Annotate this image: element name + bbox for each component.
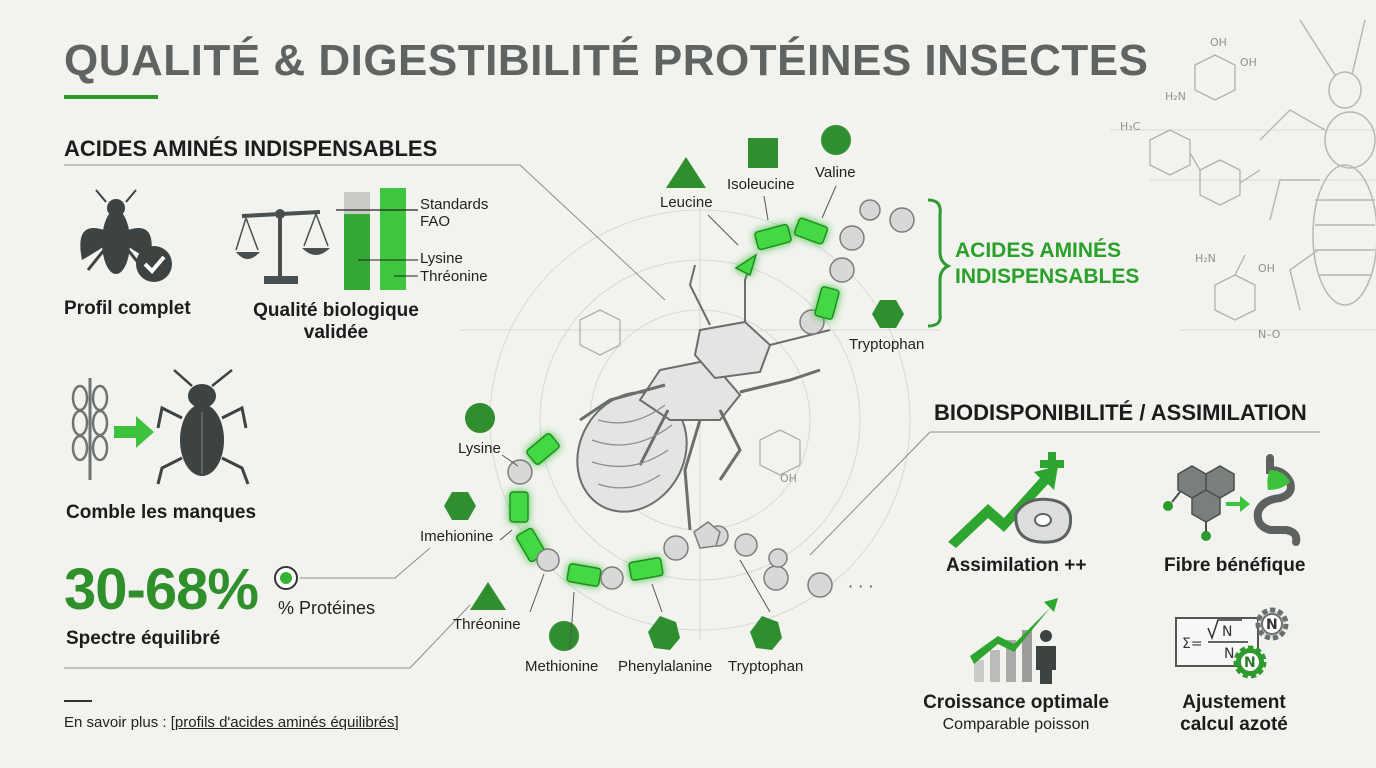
lysine-chain-label: Lysine	[458, 440, 501, 457]
title-underline	[64, 95, 158, 99]
phenylalanine-label: Phenylalanine	[618, 658, 713, 675]
methionine-left-label: Imehionine	[420, 528, 494, 545]
growth-chart-person-icon	[970, 598, 1058, 684]
leucine-label: Leucine	[660, 194, 713, 211]
fibre-digestion-icon	[1163, 454, 1301, 546]
page-title: QUALITÉ & DIGESTIBILITÉ PROTÉINES INSECT…	[64, 36, 1149, 85]
percent-dot-icon	[274, 566, 298, 590]
green-gear-icon: N	[1233, 645, 1267, 679]
isoleucine-label: Isoleucine	[727, 176, 795, 193]
left-heading: ACIDES AMINÉS INDISPENSABLES	[64, 136, 438, 161]
svg-text:H₂N: H₂N	[1165, 90, 1186, 103]
percent-label: % Protéines	[278, 598, 376, 618]
formula-sigma: Σ=	[1182, 636, 1203, 652]
svg-text:OH: OH	[780, 472, 797, 485]
threonine-chain-label: Thréonine	[453, 616, 521, 633]
ajustement-line1: Ajustement	[1182, 692, 1286, 713]
ajustement-line2: calcul azoté	[1180, 714, 1288, 735]
more-link[interactable]: [profils d'acides aminés équilibrés]	[170, 714, 399, 731]
bar-lysine-label: Lysine	[420, 250, 463, 267]
fibre-label: Fibre bénéfique	[1164, 555, 1306, 576]
svg-text:OH: OH	[1240, 56, 1257, 69]
more-prefix: En savoir plus :	[64, 714, 171, 731]
nitrogen-formula-icon: Σ= N N N N	[1175, 607, 1289, 679]
bracket-label-line1: ACIDES AMINÉS	[955, 239, 1122, 262]
svg-text:OH: OH	[1210, 36, 1227, 49]
valine-label: Valine	[815, 164, 856, 181]
formula-numerator: N	[1222, 624, 1232, 640]
gear-n-bottom: N	[1244, 655, 1256, 671]
assimilation-label: Assimilation ++	[946, 555, 1087, 576]
assimilation-arrow-meat-icon	[948, 452, 1073, 548]
profil-complet-label: Profil complet	[64, 298, 191, 319]
tryptophan-bottom-label: Tryptophan	[728, 658, 804, 675]
tryptophan-top-label: Tryptophan	[849, 336, 925, 353]
croissance-sub-label: Comparable poisson	[942, 716, 1090, 733]
balance-scale-icon	[235, 209, 330, 284]
comble-label: Comble les manques	[66, 502, 257, 523]
protein-percent-value: 30-68%	[64, 557, 259, 622]
bar-threonine-label: Thréonine	[420, 268, 488, 285]
gear-n-top: N	[1266, 617, 1278, 633]
svg-text:OH: OH	[1258, 262, 1275, 275]
formula-denominator: N	[1224, 646, 1234, 662]
bracket-label-line2: INDISPENSABLES	[955, 265, 1140, 288]
svg-text:· · ·: · · ·	[848, 577, 873, 596]
right-heading: BIODISPONIBILITÉ / ASSIMILATION	[934, 400, 1307, 425]
qualite-label-line2: validée	[303, 322, 369, 343]
fly-check-icon	[80, 189, 172, 282]
methionine-label: Methionine	[525, 658, 599, 675]
svg-text:H₂N: H₂N	[1195, 252, 1216, 265]
bar-standards-label: Standards	[420, 196, 489, 213]
footer-divider	[64, 700, 92, 702]
gear-icon: N	[1255, 607, 1289, 641]
croissance-label: Croissance optimale	[923, 692, 1109, 713]
spectre-label: Spectre équilibré	[66, 628, 221, 649]
fao-bar-chart	[336, 188, 418, 290]
svg-text:H₃C: H₃C	[1120, 120, 1141, 133]
wheat-to-cricket-icon	[71, 369, 250, 485]
svg-text:N–O: N–O	[1258, 328, 1281, 341]
bar-fao-label: FAO	[420, 213, 451, 230]
qualite-label-line1: Qualité biologique	[253, 300, 419, 321]
